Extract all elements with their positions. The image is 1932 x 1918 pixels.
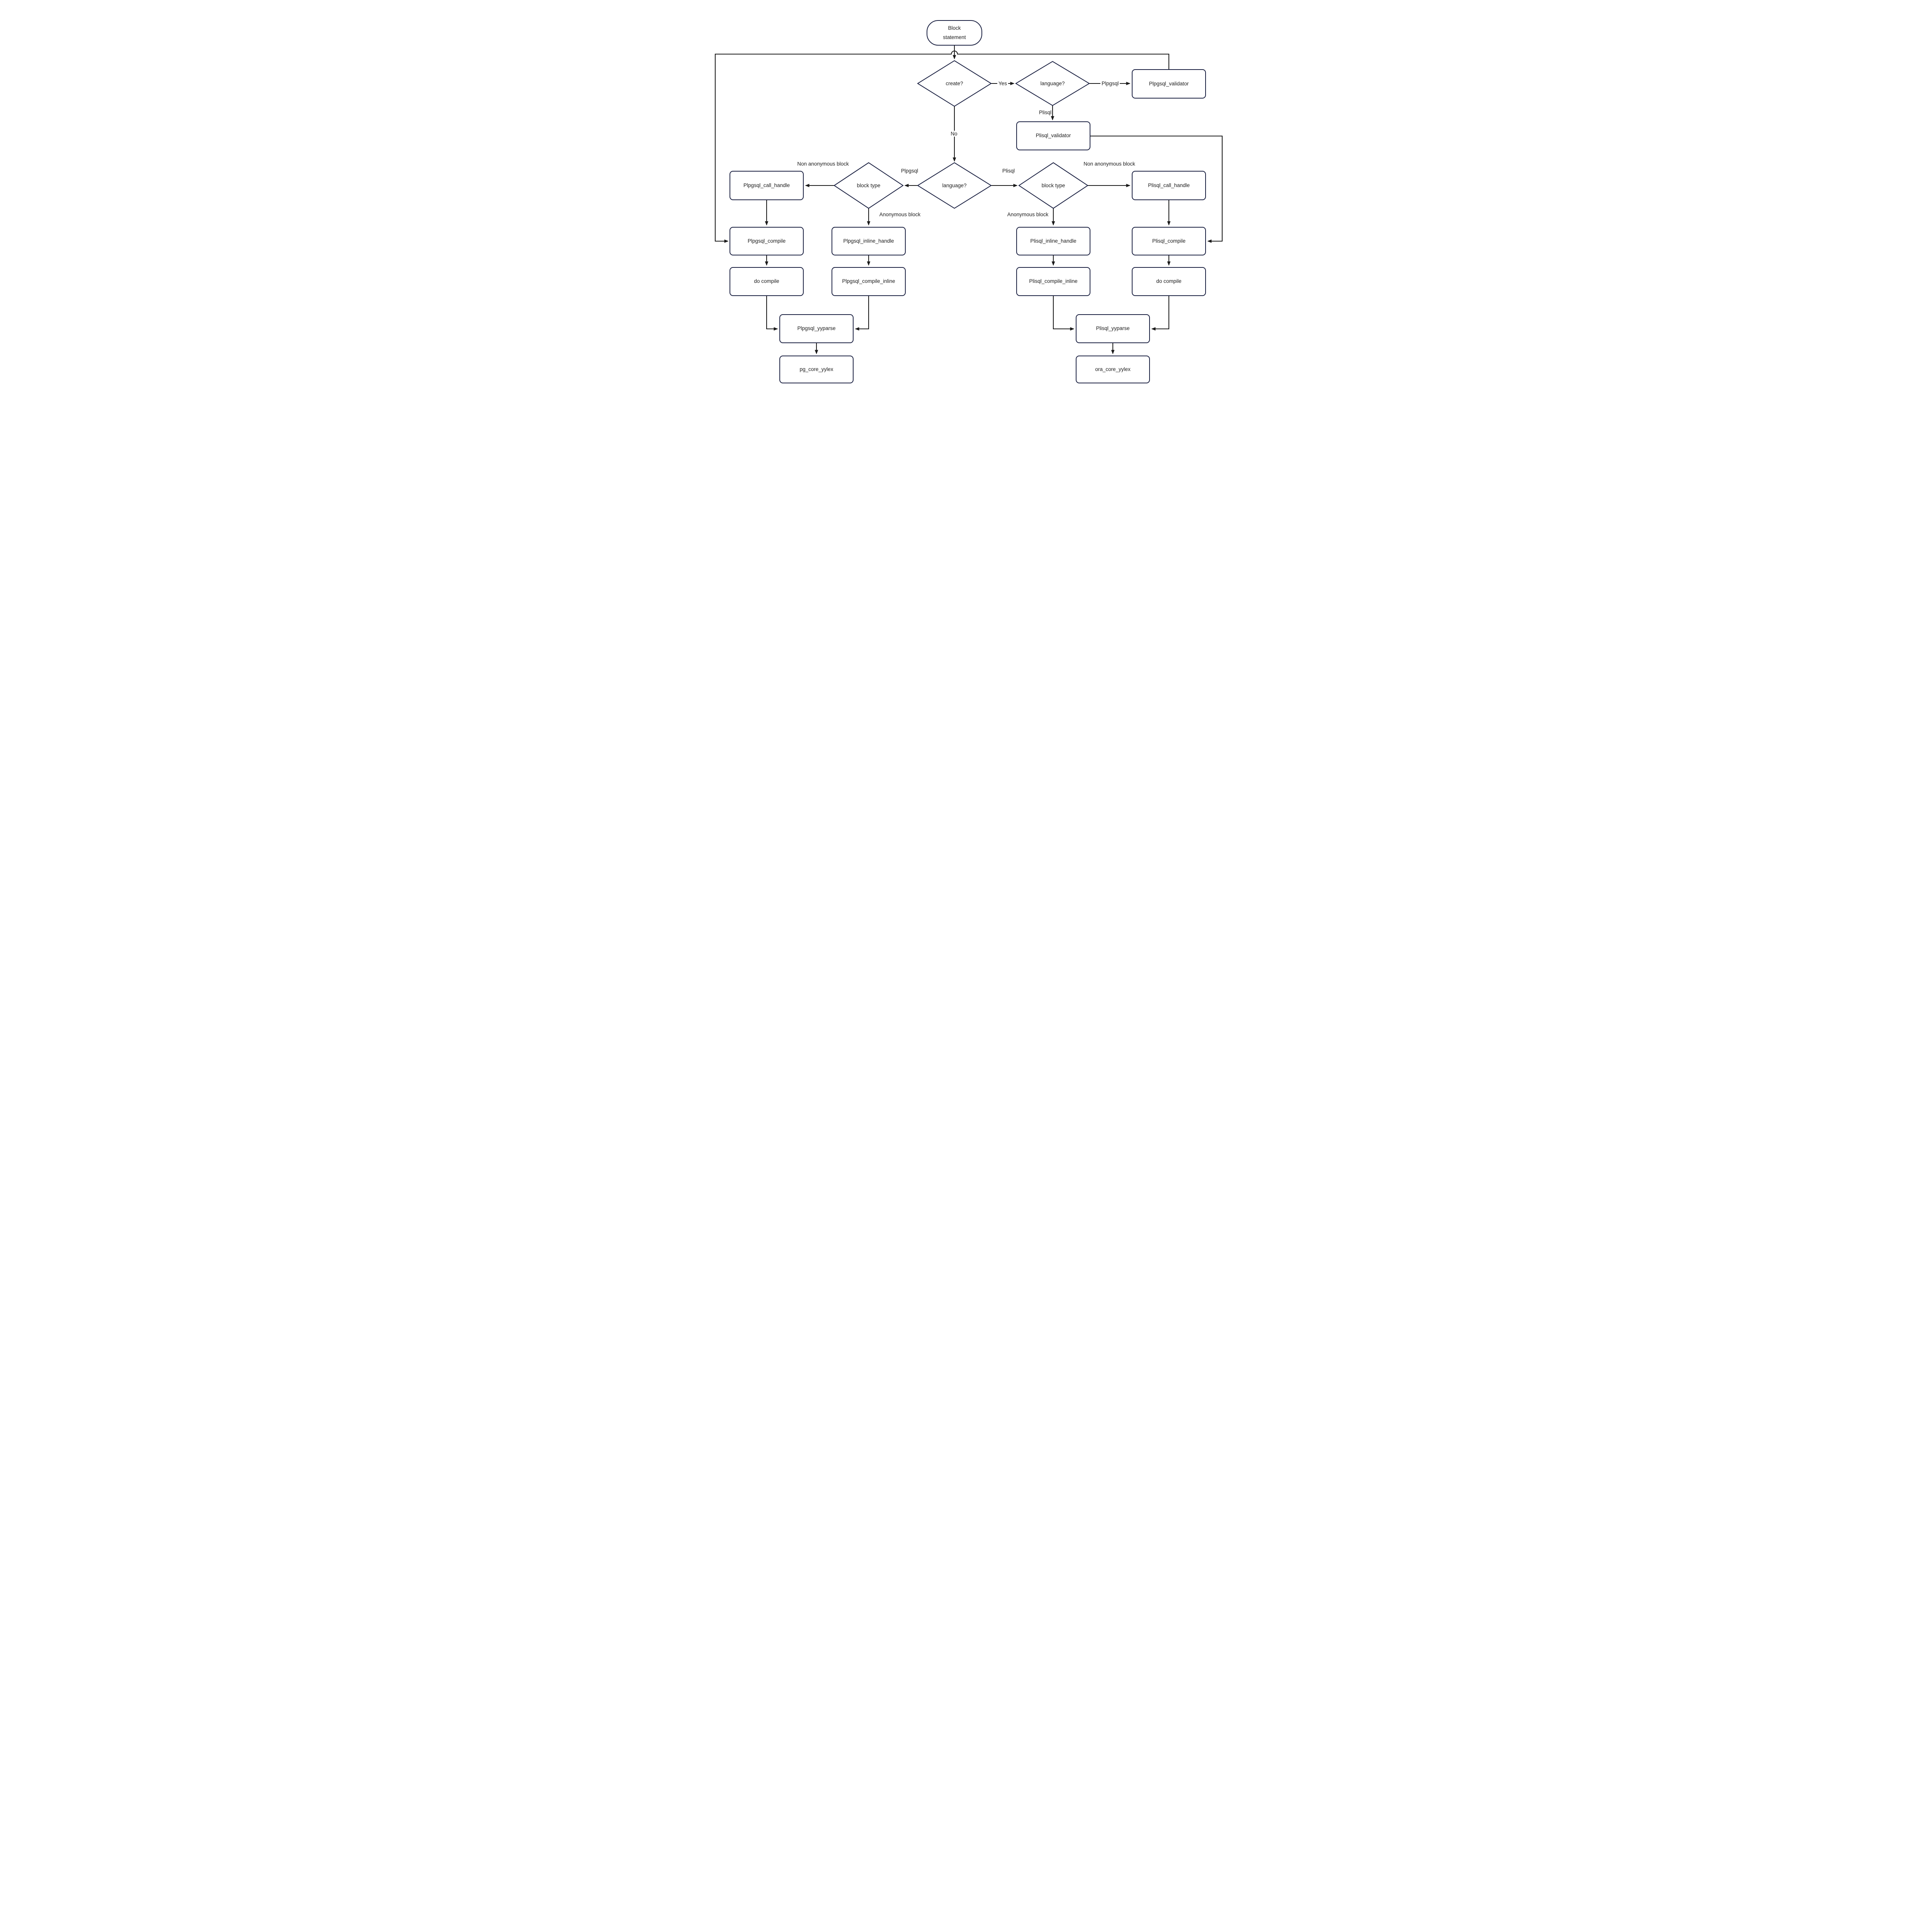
edge-label-plisql-create: Plisql xyxy=(1039,109,1052,116)
node-plisql-compile: Plisql_compile xyxy=(1132,227,1206,255)
label-block-type-right: block type xyxy=(1041,182,1065,189)
edge-label-yes: Yes xyxy=(997,80,1009,87)
node-plisql-yyparse: Plisql_yyparse xyxy=(1076,314,1150,343)
language-decision-top-shape xyxy=(1015,61,1090,106)
node-plpgsql-call-handle: Plpgsql_call_handle xyxy=(730,171,804,200)
node-plpgsql-compile-inline: Plpgsql_compile_inline xyxy=(832,267,906,296)
label-language-decision-top: language? xyxy=(1040,80,1065,87)
node-ora-core-yylex: ora_core_yylex xyxy=(1076,356,1150,383)
create-decision-shape xyxy=(917,60,992,107)
edge-label-plisql-lang: Plisql xyxy=(1002,168,1015,174)
block-type-left-shape xyxy=(833,162,904,209)
edge-label-anonymous-right: Anonymous block xyxy=(1007,211,1049,218)
node-plpgsql-yyparse: Plpgsql_yyparse xyxy=(779,314,854,343)
edge-plpgsql-validator-to-plpgsql-compile xyxy=(714,51,1170,243)
node-plisql-compile-inline: Plisql_compile_inline xyxy=(1016,267,1090,296)
edge-plisql-validator-to-plisql-compile xyxy=(1090,135,1223,243)
node-plisql-call-handle: Plisql_call_handle xyxy=(1132,171,1206,200)
node-plisql-inline-handle: Plisql_inline_handle xyxy=(1016,227,1090,255)
node-do-compile-left: do compile xyxy=(730,267,804,296)
edge-label-non-anonymous-right: Non anonymous block xyxy=(1083,161,1135,167)
edge-do-compile-left-to-plpgsql-yyparse xyxy=(766,296,778,331)
label-language-decision-main: language? xyxy=(942,182,967,189)
node-plpgsql-compile: Plpgsql_compile xyxy=(730,227,804,255)
edges-layer xyxy=(714,46,1223,354)
language-decision-main-shape xyxy=(917,162,992,209)
edge-label-plpgsql-lang: Plpgsql xyxy=(901,168,918,174)
label-create-decision: create? xyxy=(946,80,963,87)
label-block-type-left: block type xyxy=(857,182,881,189)
edge-do-compile-right-to-plisql-yyparse xyxy=(1151,296,1170,331)
edge-label-anonymous-left: Anonymous block xyxy=(879,211,921,218)
edge-label-no: No xyxy=(949,131,959,137)
block-type-right-shape xyxy=(1018,162,1088,209)
node-pg-core-yylex: pg_core_yylex xyxy=(779,356,854,383)
flowchart-canvas: Block statement Plpgsql_validator Plisql… xyxy=(695,0,1237,384)
node-plpgsql-validator: Plpgsql_validator xyxy=(1132,69,1206,99)
edge-label-plpgsql-create: Plpgsql xyxy=(1100,80,1120,87)
node-do-compile-right: do compile xyxy=(1132,267,1206,296)
node-block-statement: Block statement xyxy=(927,20,982,46)
edge-label-non-anonymous-left: Non anonymous block xyxy=(797,161,849,167)
node-plpgsql-inline-handle: Plpgsql_inline_handle xyxy=(832,227,906,255)
node-plisql-validator: Plisql_validator xyxy=(1016,121,1090,150)
edge-plpgsql-compile-inline-to-plpgsql-yyparse xyxy=(855,296,869,331)
edge-plisql-compile-inline-to-plisql-yyparse xyxy=(1053,296,1075,331)
